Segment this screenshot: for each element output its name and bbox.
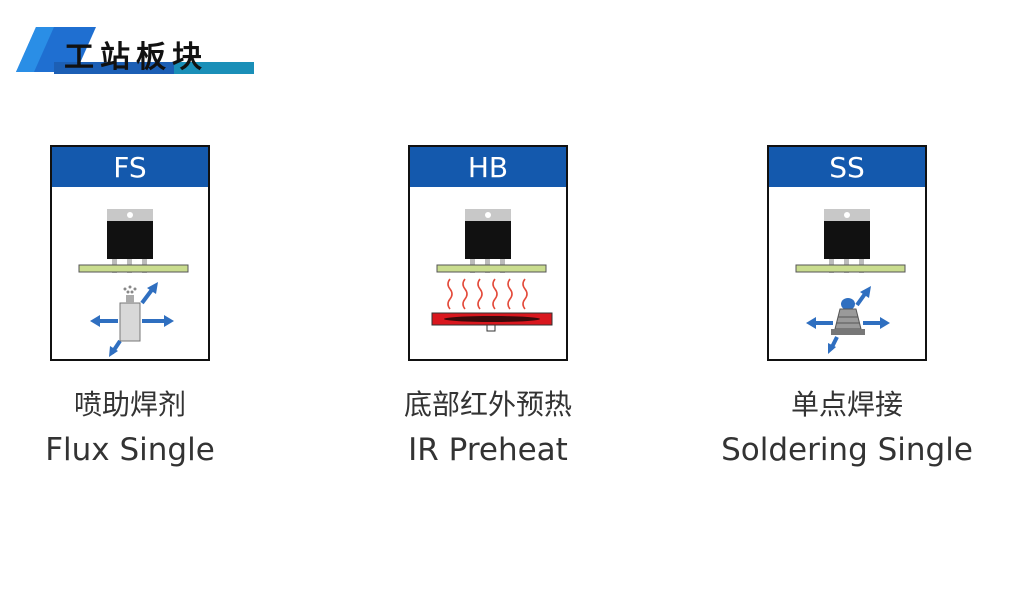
solder-nozzle-icon [795, 209, 906, 354]
station-label: 底部红外预热 IR Preheat [348, 385, 628, 475]
station-name-en: Flux Single [45, 432, 215, 468]
station-name-en: Soldering Single [721, 432, 973, 468]
station-name-cn: 底部红外预热 [403, 388, 572, 421]
station-label: 单点焊接 Soldering Single [692, 385, 1002, 475]
station-card[interactable]: SS [767, 145, 927, 361]
page-title: 工站板块 [64, 40, 208, 75]
station-code: FS [52, 147, 208, 187]
station-card[interactable]: HB [408, 145, 568, 361]
station-code: SS [769, 147, 925, 187]
flux-spray-nozzle-icon [78, 209, 189, 357]
station-name-cn: 喷助焊剂 [73, 388, 186, 421]
infrared-heater-icon [431, 209, 553, 332]
header-logo-icon [16, 27, 254, 74]
station-code: HB [410, 147, 566, 187]
station-card[interactable]: FS [50, 145, 210, 361]
station-name-cn: 单点焊接 [790, 388, 903, 421]
station-label: 喷助焊剂 Flux Single [20, 385, 240, 475]
section-header [14, 22, 259, 78]
station-name-en: IR Preheat [408, 432, 568, 468]
